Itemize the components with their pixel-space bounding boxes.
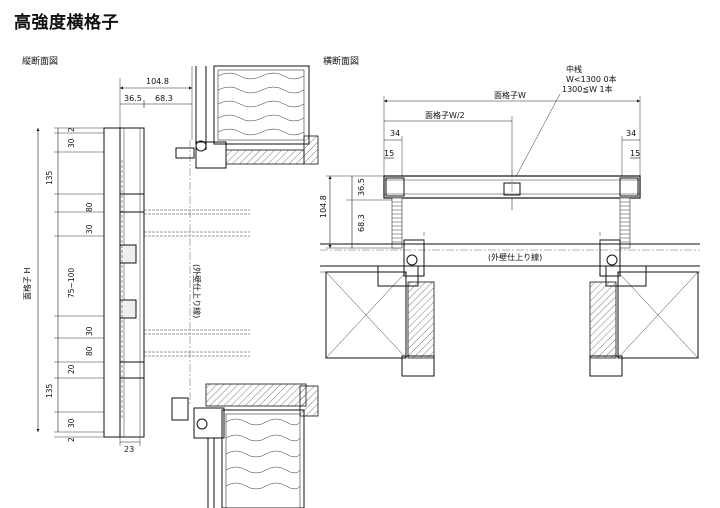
dim-135-top: 135	[45, 170, 54, 185]
horizontal-section-drawing: 中桟 W<1300 0本 1300≦W 1本 面格子W 面格子W/2 34 34…	[319, 64, 700, 377]
page-title: 高強度横格子	[14, 13, 119, 33]
dim-2-top: 2	[67, 127, 76, 132]
note-line-2: W<1300 0本	[566, 74, 617, 84]
dim-right-15: 15	[630, 149, 640, 158]
dim-104-8: 104.8	[319, 195, 328, 218]
dim-left-34: 34	[390, 129, 400, 138]
dim-2-bot: 2	[67, 437, 76, 442]
dim-top-b: 68.3	[155, 94, 173, 103]
wall-line-label-vertical: (外壁仕上り線)	[192, 264, 202, 318]
dim-half-width: 面格子W/2	[425, 110, 465, 120]
dim-80-b: 80	[85, 346, 94, 356]
dim-20: 20	[67, 364, 76, 374]
dim-top-a: 36.5	[124, 94, 142, 103]
dim-30-a: 30	[85, 224, 94, 234]
dim-30-top: 30	[67, 138, 76, 148]
dim-75-100: 75~100	[67, 268, 76, 298]
dim-width: 面格子W	[494, 90, 526, 100]
dim-80-a: 80	[85, 202, 94, 212]
dim-36-5: 36.5	[357, 178, 366, 196]
note-line-1: 中桟	[566, 64, 582, 74]
dim-135-bot: 135	[45, 383, 54, 398]
note-line-3: 1300≦W 1本	[562, 84, 613, 94]
dim-left-15: 15	[384, 149, 394, 158]
vertical-section-drawing: 104.8 36.5 68.3 面格子 H 2 30 135 80	[22, 65, 319, 508]
wall-line-label-horizontal: (外壁仕上り線)	[488, 252, 542, 262]
dim-bottom-23: 23	[124, 445, 134, 454]
dim-30-b: 30	[85, 326, 94, 336]
horizontal-section-label: 横断面図	[323, 57, 360, 67]
dim-68-3: 68.3	[357, 214, 366, 232]
dim-right-34: 34	[626, 129, 636, 138]
vertical-section-label: 縦断面図	[22, 57, 59, 67]
dim-30-bot: 30	[67, 418, 76, 428]
dim-top-total: 104.8	[146, 77, 169, 86]
dim-height-label: 面格子 H	[22, 267, 32, 300]
